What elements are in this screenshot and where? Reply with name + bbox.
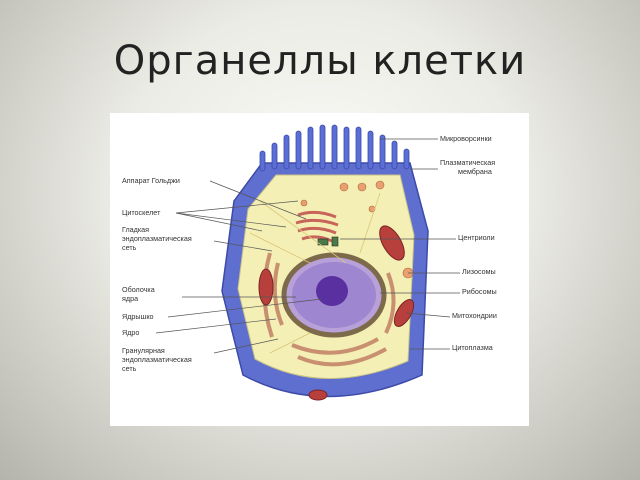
label-nucleus: Ядро bbox=[122, 328, 140, 337]
label-cytoskeleton: Цитоскелет bbox=[122, 208, 161, 217]
label-golgi: Аппарат Гольджи bbox=[122, 176, 180, 185]
label-smooth-er-3: сеть bbox=[122, 243, 137, 252]
cell-illustration bbox=[155, 124, 460, 401]
mitochondria bbox=[258, 225, 415, 401]
label-smooth-er-1: Гладкая bbox=[122, 225, 150, 234]
label-cytoplasm: Цитоплазма bbox=[452, 343, 493, 352]
label-microvilli: Микроворсинки bbox=[440, 134, 492, 143]
label-ribosomes: Рибосомы bbox=[462, 287, 497, 296]
label-rough-er-2: эндоплазматическая bbox=[122, 355, 192, 364]
label-plasma-membrane-1: Плазматическая bbox=[440, 158, 496, 167]
golgi-apparatus bbox=[295, 210, 339, 243]
slide-title: Органеллы клетки bbox=[113, 38, 527, 84]
microvilli bbox=[259, 124, 410, 172]
label-nuclear-envelope-1: Оболочка bbox=[122, 285, 155, 294]
nucleolus bbox=[316, 276, 348, 306]
label-rough-er-1: Гранулярная bbox=[122, 346, 165, 355]
label-centrioles: Центриоли bbox=[458, 233, 495, 242]
label-lysosomes: Лизосомы bbox=[462, 267, 496, 276]
centriole bbox=[317, 238, 329, 246]
label-mitochondria: Митохондрии bbox=[452, 311, 497, 320]
centriole bbox=[331, 236, 339, 247]
label-smooth-er-2: эндоплазматическая bbox=[122, 234, 192, 243]
leader-lines bbox=[155, 138, 460, 354]
label-nucleolus: Ядрышко bbox=[122, 312, 154, 321]
label-rough-er-3: сеть bbox=[122, 364, 137, 373]
label-nuclear-envelope-2: ядра bbox=[122, 294, 139, 303]
cytoskeleton bbox=[249, 192, 381, 354]
cell-diagram: Микроворсинки Плазматическая мембрана Ап… bbox=[110, 113, 529, 426]
label-plasma-membrane-2: мембрана bbox=[458, 167, 492, 176]
